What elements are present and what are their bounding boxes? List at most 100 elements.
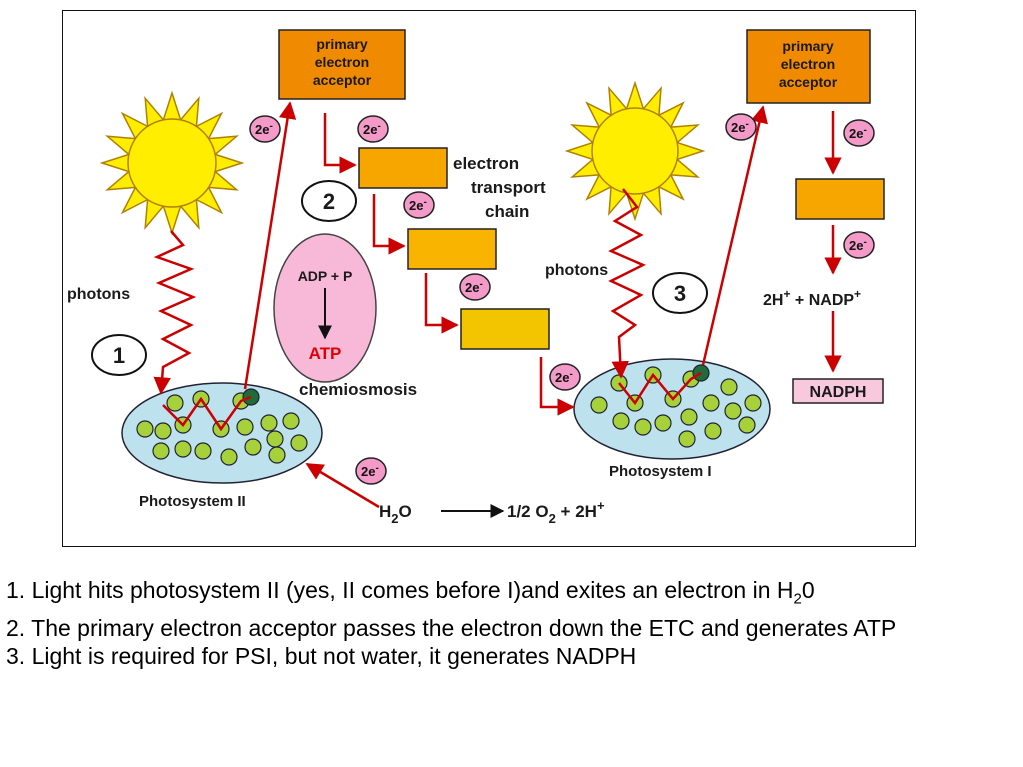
etc-label-line-2: transport [471, 178, 546, 197]
note-3: 3. Light is required for PSI, but not wa… [6, 642, 637, 669]
step-2-badge: 2 [301, 180, 357, 222]
oxygen-formula: 1/2 O2 + 2H+ [507, 498, 605, 526]
primary-electron-acceptor-2: primary electron acceptor [746, 29, 871, 104]
adp-p-label: ADP + P [298, 268, 353, 284]
chlorophyll-molecule [702, 394, 720, 412]
chlorophyll-molecule [720, 378, 738, 396]
nadp-sup-2: + [854, 287, 861, 301]
sun-icon-right [564, 80, 706, 222]
arrow-etc1-to-etc2 [372, 194, 406, 255]
arrow-etc2-to-etc3 [424, 273, 459, 334]
oxygen-superscript: + [597, 498, 605, 513]
note-1: 1. Light hits photosystem II (yes, II co… [6, 576, 1016, 614]
photons-label-right: photons [545, 262, 608, 279]
electron-label: 2e- [465, 279, 483, 295]
chlorophyll-molecule [744, 394, 762, 412]
etc-label: electron transport chain [453, 154, 546, 221]
water-subscript: 2 [391, 511, 398, 526]
electron-pair-badge: 2e- [843, 231, 875, 259]
chemiosmosis-atp-oval: ADP + P ATP [273, 233, 377, 383]
chlorophyll-molecule [266, 430, 284, 448]
chlorophyll-molecule [174, 440, 192, 458]
chlorophyll-molecule [590, 396, 608, 414]
etc-carrier-2 [407, 228, 497, 270]
electron-pair-badge: 2e- [549, 363, 581, 391]
nadp-formula: 2H+ + NADP+ [763, 287, 861, 309]
photosystem-1 [573, 358, 771, 460]
electron-pair-badge: 2e- [843, 119, 875, 147]
nadp-h: 2H [763, 292, 783, 309]
atp-label: ATP [309, 344, 342, 363]
chlorophyll-molecule [654, 414, 672, 432]
note-1-text: 1. Light hits photosystem II (yes, II co… [6, 577, 794, 603]
primary-electron-acceptor-1: primary electron acceptor [278, 29, 406, 100]
photosystem-1-label: Photosystem I [609, 463, 712, 480]
water-h: H [379, 502, 391, 521]
chlorophyll-molecule [136, 420, 154, 438]
chlorophyll-molecule [738, 416, 756, 434]
step-2-number: 2 [323, 189, 335, 214]
photosystem-2-label: Photosystem II [139, 493, 246, 510]
acceptor-1-line-3: acceptor [313, 72, 372, 88]
electron-pair-badge: 2e- [725, 113, 757, 141]
chlorophyll-molecule [220, 448, 238, 466]
acceptor-2-line-3: acceptor [779, 74, 838, 90]
arrow-water-to-ps2 [305, 462, 380, 509]
etc-carrier-1 [358, 147, 448, 189]
oxygen-subscript: 2 [549, 511, 556, 526]
chlorophyll-molecule [680, 408, 698, 426]
excitation-path-ps1 [618, 371, 702, 406]
arrow-acceptor-to-etc1 [323, 113, 357, 174]
chlorophyll-molecule [236, 418, 254, 436]
nadph-label: NADPH [810, 384, 867, 401]
photon-path-left [153, 230, 197, 395]
arrow-ps2-to-acceptor [243, 101, 297, 390]
electron-label: 2e- [555, 369, 573, 385]
chlorophyll-molecule [724, 402, 742, 420]
chlorophyll-molecule [704, 422, 722, 440]
chlorophyll-molecule [282, 412, 300, 430]
chlorophyll-molecule [152, 442, 170, 460]
arrow-ps1-to-acceptor [701, 105, 768, 366]
electron-pair-badge: 2e- [403, 191, 435, 219]
nadp-sup-1: + [783, 287, 790, 301]
sun-core [127, 118, 217, 208]
photons-label-left: photons [67, 286, 130, 303]
step-3-badge: 3 [652, 272, 708, 314]
chlorophyll-molecule [154, 422, 172, 440]
excitation-path-ps2 [162, 395, 252, 432]
photosystem-2 [121, 382, 323, 484]
electron-label: 2e- [361, 463, 379, 479]
electron-pair-badge: 2e- [357, 115, 389, 143]
electron-label: 2e- [409, 197, 427, 213]
chlorophyll-molecule [268, 446, 286, 464]
acceptor-1-line-2: electron [315, 54, 369, 70]
electron-label: 2e- [363, 121, 381, 137]
oxygen-tail: + 2H [556, 502, 597, 521]
acceptor-2-line-2: electron [781, 56, 835, 72]
note-2: 2. The primary electron acceptor passes … [6, 614, 897, 641]
chlorophyll-molecule [678, 430, 696, 448]
etc-label-line-1: electron [453, 154, 519, 173]
electron-pair-badge: 2e- [355, 457, 387, 485]
nadp-mid: + NADP [790, 292, 854, 309]
chlorophyll-molecule [612, 412, 630, 430]
nadph-box: NADPH [792, 378, 884, 404]
sun-core [591, 107, 679, 195]
chlorophyll-molecule [194, 442, 212, 460]
water-o: O [399, 502, 412, 521]
note-1-subscript: 2 [793, 590, 802, 608]
arrow-etc3-to-ps1 [539, 357, 575, 416]
etc-carrier-3 [460, 308, 550, 350]
chlorophyll-molecule [290, 434, 308, 452]
step-1-number: 1 [113, 343, 125, 368]
chlorophyll-molecule [166, 394, 184, 412]
electron-label: 2e- [849, 125, 867, 141]
oxygen-text: 1/2 O [507, 502, 549, 521]
electron-label: 2e- [731, 119, 749, 135]
acceptor-2-line-1: primary [782, 38, 834, 54]
explanation-notes: 1. Light hits photosystem II (yes, II co… [6, 576, 1016, 670]
electron-label: 2e- [255, 121, 273, 137]
electron-label: 2e- [849, 237, 867, 253]
water-splitting-equation: H2O 1/2 O2 + 2H+ [379, 498, 605, 526]
